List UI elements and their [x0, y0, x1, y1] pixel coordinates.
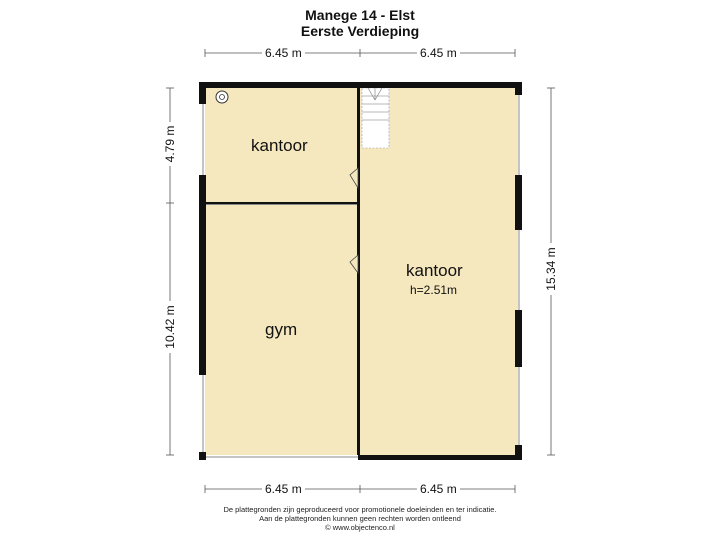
staircase	[361, 87, 390, 149]
dim-left-lower: 10.42 m	[163, 301, 177, 353]
footer-line-2: Aan de plattegronden kunnen geen rechten…	[259, 514, 461, 523]
room-label-office-small: kantoor	[251, 136, 308, 155]
exterior-walls	[199, 82, 522, 460]
dim-bottom-left: 6.45 m	[262, 482, 305, 496]
doors	[349, 167, 359, 275]
footer-line-3: © www.objectenco.nl	[325, 523, 395, 532]
room-label-office-large: kantoor	[406, 261, 463, 280]
dim-bottom-right: 6.45 m	[417, 482, 460, 496]
vent-icon	[215, 90, 229, 104]
dim-top-left: 6.45 m	[262, 46, 305, 60]
floor-office-small	[205, 88, 358, 203]
floor-gym	[205, 205, 358, 455]
floor-office-large	[360, 88, 518, 455]
room-height-label: h=2.51m	[410, 283, 458, 297]
dim-top-right: 6.45 m	[417, 46, 460, 60]
window-lines	[202, 95, 520, 458]
room-label-gym: gym	[265, 320, 298, 339]
plan-title: Manege 14 - Elst	[305, 7, 415, 23]
plan-subtitle: Eerste Verdieping	[300, 23, 420, 39]
dim-right-total: 15.34 m	[544, 243, 558, 295]
footer-line-1: De plattegronden zijn geproduceerd voor …	[223, 505, 497, 514]
interior-walls	[206, 88, 360, 455]
dim-left-upper: 4.79 m	[163, 122, 177, 166]
